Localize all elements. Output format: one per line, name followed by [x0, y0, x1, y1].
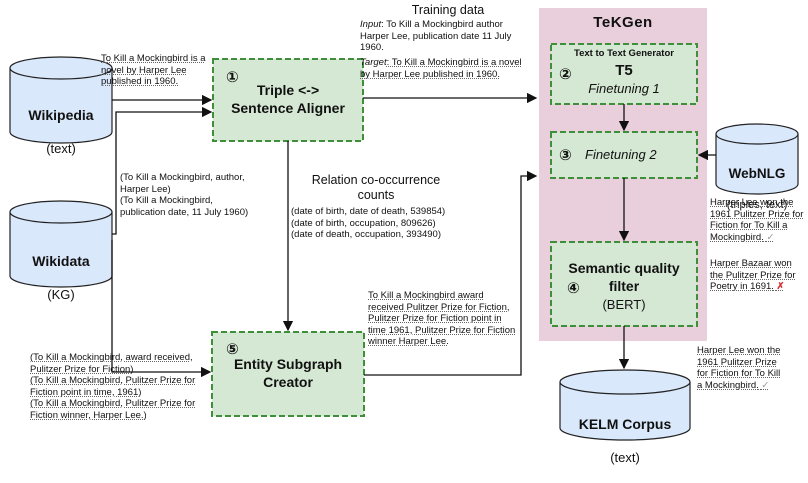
subgraph-output-note: To Kill a Mockingbird award received Pul… [368, 290, 516, 347]
subgraph-title: Entity Subgraph Creator [233, 356, 343, 390]
subgraph-number: ⑤ [226, 340, 239, 358]
kelm-example-note: Harper Lee won the 1961 Pulitzer Prize f… [697, 345, 787, 391]
t5-sub: Finetuning 1 [588, 81, 660, 96]
cooccurrence-title: Relation co-occurrence counts [311, 173, 441, 202]
training-data-title: Training data [411, 3, 485, 17]
t5-header: Text to Text Generator [574, 48, 674, 59]
wikidata-label: Wikidata (KG) [10, 235, 112, 320]
subgraph-box [211, 331, 365, 417]
t5-title: T5 [615, 62, 633, 79]
aligner-number: ① [226, 68, 239, 86]
kelm-example-text: Harper Lee won the 1961 Pulitzer Prize f… [697, 345, 781, 391]
finetuning2-box [550, 131, 698, 179]
cross-icon: ✗ [776, 281, 785, 292]
cooccurrence-items: (date of birth, date of death, 539854) (… [291, 206, 446, 240]
wikipedia-sub: (text) [46, 141, 76, 156]
t5-number: ② [559, 65, 572, 83]
wikipedia-cylinder [9, 56, 113, 144]
filter-number: ④ [567, 279, 580, 297]
t5-box [550, 43, 698, 105]
wikidata-sub: (KG) [47, 287, 75, 302]
arrow-subgraph-ft2 [364, 170, 538, 376]
webnlg-title: WebNLG [728, 166, 786, 181]
training-target-label: Target [360, 57, 387, 68]
webnlg-sub: (triples, text) [726, 199, 788, 211]
tekgen-title: TeKGen [593, 14, 653, 31]
filter-sub: (BERT) [602, 297, 646, 312]
bad-example-text: Harper Bazaar won the Pulitzer Prize for… [710, 258, 796, 292]
wikipedia-title: Wikipedia [28, 107, 94, 123]
training-input-text: : To Kill a Mockingbird author Harper Le… [360, 19, 512, 53]
ft2-number: ③ [559, 146, 572, 164]
kelm-cylinder [559, 369, 691, 441]
wikidata-triples-note: (To Kill a Mockingbird, author, Harper L… [120, 172, 249, 218]
check-icon: ✓ [766, 231, 775, 243]
training-target-text: : To Kill a Mockingbird is a novel by Ha… [360, 57, 522, 80]
filter-title: Semantic quality filter [568, 260, 680, 294]
wikidata-title: Wikidata [32, 253, 90, 269]
aligner-title: Triple <-> Sentence Aligner [231, 82, 345, 116]
training-target: Target: To Kill a Mockingbird is a novel… [360, 57, 530, 80]
kelm-sub: (text) [610, 450, 640, 465]
subgraph-input-note: (To Kill a Mockingbird, award received, … [30, 352, 196, 421]
training-input: Input: To Kill a Mockingbird author Harp… [360, 19, 530, 54]
ft2-title: Finetuning 2 [585, 147, 657, 162]
diagram-canvas [9, 8, 799, 441]
bad-example-note: Harper Bazaar won the Pulitzer Prize for… [710, 258, 807, 293]
training-input-label: Input [360, 19, 382, 30]
arrow-wikidata-aligner [112, 106, 213, 235]
wikipedia-sentence-note: To Kill a Mockingbird is a novel by Harp… [101, 53, 206, 87]
good-example-note: Harper Lee won the 1961 Pulitzer Prize f… [710, 197, 807, 243]
webnlg-cylinder [715, 123, 799, 195]
kelm-title: KELM Corpus [578, 416, 672, 432]
wikipedia-label: Wikipedia (text) [10, 89, 112, 174]
wikidata-cylinder [9, 200, 113, 288]
check-icon-kelm: ✓ [761, 379, 770, 391]
aligner-box [212, 58, 364, 142]
kelm-label: KELM Corpus (text) [560, 398, 690, 483]
webnlg-label: WebNLG (triples, text) [716, 148, 798, 229]
filter-box [550, 241, 698, 327]
good-example-text: Harper Lee won the 1961 Pulitzer Prize f… [710, 197, 804, 243]
arrow-wikidata-subgraph [111, 240, 212, 378]
